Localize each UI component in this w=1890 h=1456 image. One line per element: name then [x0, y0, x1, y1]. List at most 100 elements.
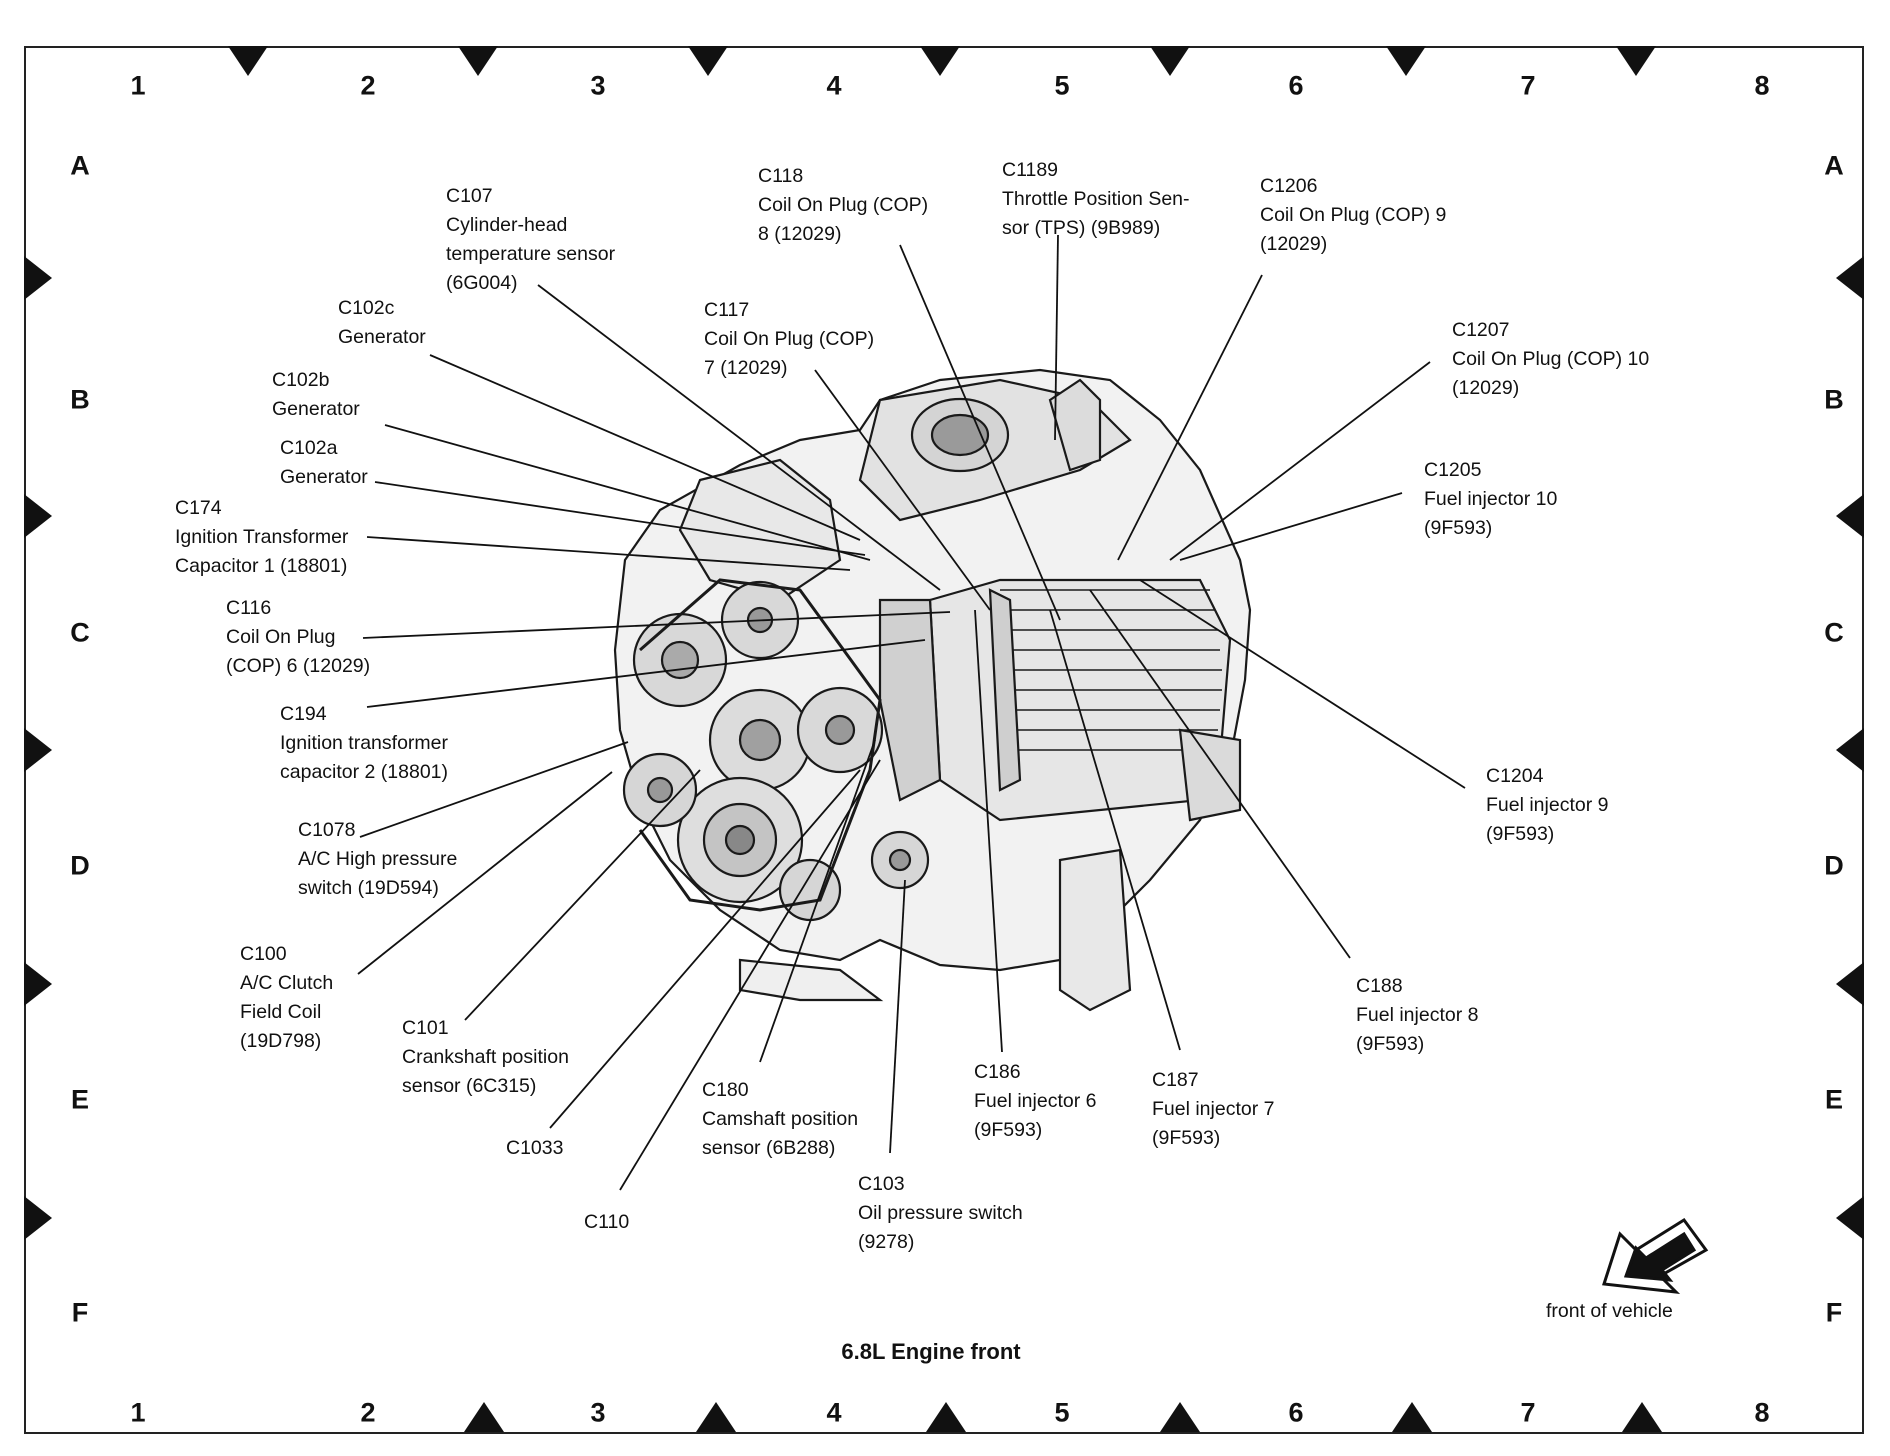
callout-description: sensor (6B288) — [702, 1137, 836, 1159]
callout-description: (9F593) — [1424, 517, 1493, 539]
callout-description: 7 (12029) — [704, 357, 788, 379]
grid-column-bottom-4: 4 — [826, 1397, 842, 1428]
callout-description: Throttle Position Sen- — [1002, 188, 1190, 210]
callout-description: Coil On Plug — [226, 626, 336, 648]
callout-connector-id: C101 — [402, 1017, 449, 1039]
callout-connector-id: C118 — [758, 165, 804, 187]
grid-row-right-C: C — [1824, 617, 1844, 648]
callout-description: Generator — [272, 398, 360, 420]
callout-connector-id: C107 — [446, 185, 493, 207]
callout-description: Coil On Plug (COP) 10 — [1452, 348, 1650, 370]
callout-description: temperature sensor — [446, 243, 616, 265]
callout-connector-id: C1204 — [1486, 765, 1544, 787]
callout-description: (COP) 6 (12029) — [226, 655, 371, 677]
callout-description: Ignition transformer — [280, 732, 448, 754]
callout-description: Coil On Plug (COP) 9 — [1260, 204, 1447, 226]
front-arrow-icon — [1602, 1217, 1709, 1294]
callout-description: (9F593) — [1356, 1033, 1425, 1055]
grid-row-left-E: E — [70, 1084, 90, 1115]
callout-description: Cylinder-head — [446, 214, 568, 236]
callout-connector-id: C116 — [226, 597, 272, 619]
grid-markers — [24, 46, 1864, 1432]
callout-connector-id: C102a — [280, 437, 338, 459]
callout-description: (19D798) — [240, 1030, 322, 1052]
callout-description: (9F593) — [974, 1119, 1043, 1141]
grid-row-right-F: F — [1825, 1297, 1843, 1328]
grid-row-left-D: D — [70, 850, 90, 881]
grid-column-bottom-8: 8 — [1754, 1397, 1770, 1428]
callout-description: (9F593) — [1152, 1127, 1221, 1149]
callout-connector-id: C187 — [1152, 1069, 1199, 1091]
leader-lines — [357, 234, 1466, 1191]
callout-description: Fuel injector 7 — [1152, 1098, 1275, 1120]
front-of-vehicle-label: front of vehicle — [1546, 1300, 1673, 1322]
callout-connector-id: C110 — [584, 1211, 630, 1233]
callout-connector-id: C188 — [1356, 975, 1403, 997]
callout-connector-id: C1033 — [506, 1137, 564, 1159]
grid-column-top-2: 2 — [360, 70, 376, 101]
grid-column-top-7: 7 — [1520, 70, 1536, 101]
grid-column-bottom-1: 1 — [130, 1397, 146, 1428]
callout-connector-id: C1205 — [1424, 459, 1482, 481]
diagram-title: 6.8L Engine front — [841, 1339, 1021, 1364]
callout-connector-id: C1078 — [298, 819, 356, 841]
grid-row-left-C: C — [70, 617, 90, 648]
callout-description: (9278) — [858, 1231, 915, 1253]
callout-connector-id: C1189 — [1002, 159, 1059, 181]
callout-connector-id: C194 — [280, 703, 327, 725]
callout-connector-id: C100 — [240, 943, 287, 965]
grid-row-right-E: E — [1824, 1084, 1844, 1115]
callout-description: Generator — [280, 466, 368, 488]
callout-connector-id: C1207 — [1452, 319, 1510, 341]
callout-connector-id: C117 — [704, 299, 750, 321]
callout-c1033: C1033 — [506, 1134, 563, 1163]
callout-description: Fuel injector 9 — [1486, 794, 1609, 816]
callout-description: sensor (6C315) — [402, 1075, 537, 1097]
callout-c110: C110 — [584, 1208, 629, 1237]
callout-description: (12029) — [1260, 233, 1328, 255]
grid-row-right-B: B — [1824, 384, 1844, 415]
grid-row-right-D: D — [1824, 850, 1844, 881]
callout-description: Capacitor 1 (18801) — [175, 555, 348, 577]
grid-row-left-B: B — [70, 384, 90, 415]
callout-connector-id: C103 — [858, 1173, 905, 1195]
callout-description: Camshaft position — [702, 1108, 859, 1130]
grid-row-right-A: A — [1824, 150, 1844, 181]
grid-column-bottom-7: 7 — [1520, 1397, 1536, 1428]
grid-column-top-4: 4 — [826, 70, 842, 101]
grid-column-bottom-2: 2 — [360, 1397, 376, 1428]
callout-connector-id: C180 — [702, 1079, 749, 1101]
callout-description: A/C Clutch — [240, 972, 334, 994]
callout-description: (9F593) — [1486, 823, 1555, 845]
callout-description: switch (19D594) — [298, 877, 439, 899]
callout-description: 8 (12029) — [758, 223, 842, 245]
callout-connector-id: C1206 — [1260, 175, 1318, 197]
callout-description: Coil On Plug (COP) — [704, 328, 875, 350]
grid-column-top-3: 3 — [590, 70, 606, 101]
callout-description: Crankshaft position — [402, 1046, 569, 1068]
grid-row-left-A: A — [70, 150, 90, 181]
grid-column-bottom-5: 5 — [1054, 1397, 1070, 1428]
callout-description: Fuel injector 6 — [974, 1090, 1097, 1112]
callout-description: Field Coil — [240, 1001, 322, 1023]
callout-description: A/C High pressure — [298, 848, 458, 870]
callout-description: capacitor 2 (18801) — [280, 761, 449, 783]
callout-description: Oil pressure switch — [858, 1202, 1023, 1224]
callout-description: Generator — [338, 326, 426, 348]
callout-description: Coil On Plug (COP) — [758, 194, 929, 216]
